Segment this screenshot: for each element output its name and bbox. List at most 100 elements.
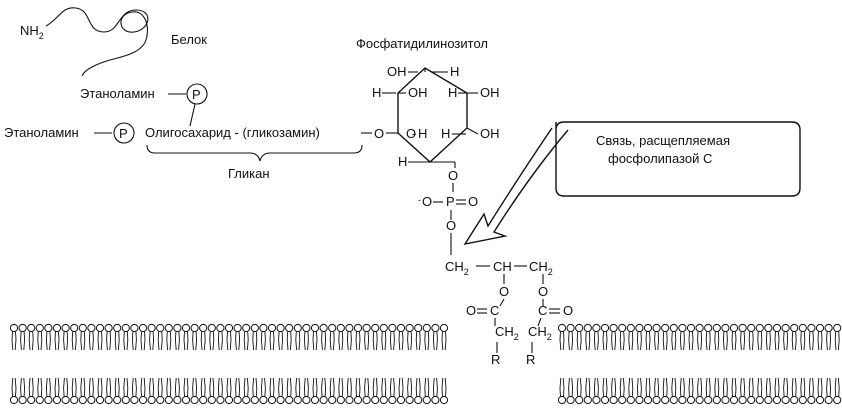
upper-phospholipid [242, 323, 251, 351]
upper-phospholipid [661, 323, 670, 351]
upper-phospholipid [44, 323, 53, 351]
upper-phospholipid [199, 323, 208, 351]
upper-phospholipid [285, 323, 294, 351]
svg-text:O: O [406, 126, 416, 141]
lower-phospholipid [156, 377, 165, 405]
upper-phospholipid [345, 323, 354, 351]
glycan-brace [146, 144, 363, 162]
svg-text:O: O [446, 218, 456, 233]
lower-phospholipid [61, 377, 70, 405]
upper-phospholipid [695, 323, 704, 351]
lower-phospholipid [104, 377, 113, 405]
upper-phospholipid [250, 323, 259, 351]
upper-phospholipid [652, 323, 661, 351]
upper-phospholipid [164, 323, 173, 351]
lower-phospholipid [600, 377, 610, 405]
lower-phospholipid [130, 377, 139, 405]
upper-phospholipid [70, 323, 79, 351]
lower-phospholipid [9, 377, 19, 405]
upper-phospholipid [738, 323, 747, 351]
lower-phospholipid [310, 377, 320, 405]
phosphate-p-top: P [192, 87, 201, 102]
upper-phospholipid [626, 323, 635, 351]
upper-phospholipid [755, 323, 764, 351]
lower-phospholipid [815, 377, 825, 405]
svg-text:CH: CH [493, 259, 512, 274]
phosphatidylinositol-label: Фосфатидилинозитол [356, 36, 488, 51]
svg-text:O: O [466, 303, 476, 318]
lower-phospholipid [285, 377, 294, 405]
upper-phospholipid [815, 323, 825, 351]
upper-phospholipid [643, 323, 653, 351]
lower-phospholipid [362, 377, 371, 405]
upper-phospholipid [566, 323, 575, 351]
svg-text:CH2: CH2 [529, 259, 553, 277]
lower-phospholipid [575, 377, 584, 405]
lower-phospholipid [557, 377, 567, 405]
upper-phospholipid [113, 323, 122, 351]
upper-phospholipid [224, 323, 234, 351]
upper-phospholipid [439, 323, 449, 351]
lower-phospholipid [618, 377, 627, 405]
callout-line-2: фосфолипазой С [608, 151, 712, 166]
lower-phospholipid [833, 377, 842, 405]
svg-text:H: H [448, 85, 457, 100]
upper-phospholipid [422, 323, 431, 351]
upper-phospholipid [609, 323, 618, 351]
upper-phospholipid [78, 323, 87, 351]
upper-phospholipid [379, 323, 388, 351]
svg-text:-: - [412, 126, 416, 141]
upper-phospholipid [790, 323, 799, 351]
lower-phospholipid [259, 377, 268, 405]
upper-phospholipid [181, 323, 191, 351]
svg-text:R: R [526, 352, 535, 367]
upper-phospholipid [319, 323, 328, 351]
svg-text:H: H [450, 64, 459, 79]
lower-phospholipid [396, 377, 406, 405]
lower-phospholipid [181, 377, 191, 405]
phosphate-circle-left [113, 122, 135, 144]
lower-phospholipid [293, 377, 302, 405]
lower-phospholipid [164, 377, 173, 405]
upper-phospholipid [764, 323, 773, 351]
lower-phospholipid [592, 377, 601, 405]
upper-phospholipid [147, 323, 156, 351]
lower-phospholipid [738, 377, 747, 405]
lower-phospholipid [242, 377, 251, 405]
lower-phospholipid [95, 377, 105, 405]
callout-line-1: Связь, расщепляемая [596, 133, 730, 148]
lower-phospholipid [764, 377, 773, 405]
svg-text:OH: OH [480, 126, 500, 141]
ethanolamine-left: Этаноламин P [4, 122, 135, 144]
upper-phospholipid [600, 323, 610, 351]
upper-phospholipid [190, 323, 199, 351]
svg-text:H: H [372, 85, 381, 100]
lower-phospholipid [439, 377, 449, 405]
callout-box [555, 121, 801, 197]
svg-text:CH2: CH2 [445, 259, 469, 277]
lower-phospholipid [609, 377, 618, 405]
upper-phospholipid [259, 323, 268, 351]
lower-phospholipid [721, 377, 730, 405]
lower-phospholipid [379, 377, 388, 405]
lower-phospholipid [216, 377, 225, 405]
lower-phospholipid [712, 377, 721, 405]
upper-phospholipid [18, 323, 27, 351]
upper-phospholipid [276, 323, 285, 351]
svg-text:O: O [538, 284, 548, 299]
upper-phospholipid [431, 323, 440, 351]
upper-phospholipid [807, 323, 816, 351]
upper-phospholipid [618, 323, 627, 351]
phosphate-circle-top [186, 83, 208, 105]
lower-phospholipid [643, 377, 653, 405]
svg-text:CH2: CH2 [495, 324, 519, 342]
phospholipase-callout: Связь, расщепляемая фосфолипазой С [463, 121, 801, 246]
upper-phospholipid [772, 323, 782, 351]
glycerol-backbone: CH2 CH CH2 O O C CH2 R O C O CH2 R [445, 259, 573, 367]
upper-phospholipid [583, 323, 592, 351]
upper-phospholipid [557, 323, 567, 351]
protein-label: Белок [171, 32, 207, 47]
svg-text:C: C [538, 303, 547, 318]
lower-phospholipid [798, 377, 807, 405]
